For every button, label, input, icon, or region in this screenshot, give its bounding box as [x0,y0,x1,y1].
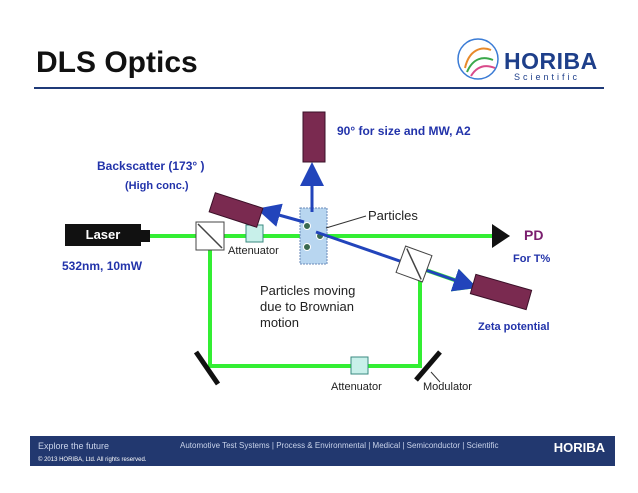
label-backscatter: Backscatter (173° ) [97,159,205,173]
label-zeta-potential: Zeta potential [478,321,550,333]
horiba-logo-text: HORIBA [504,48,598,74]
footer-copyright: © 2013 HORIBA, Ltd. All rights reserved. [38,457,147,463]
label-high-conc: (High conc.) [125,180,189,192]
horiba-logo-subtitle: Scientific [514,72,581,82]
detector-90-icon [302,111,326,163]
horiba-logo-mark [457,38,499,80]
attenuator-top-icon [245,224,264,243]
attenuator-bottom-icon [350,356,369,375]
cuvette-icon [299,207,328,265]
label-pd: PD [524,227,544,243]
label-laser-spec: 532nm, 10mW [62,259,143,273]
photodiode-icon [492,224,510,248]
label-particles: Particles [368,208,418,223]
footer-sectors: Automotive Test Systems | Process & Envi… [180,441,499,450]
backscatter-arrow [256,203,305,227]
particles-callout-line [325,215,367,229]
label-for-t: For T% [513,253,551,265]
title-divider [34,87,604,89]
mirror-bottom-left-icon [193,350,221,386]
label-brownian-line-3: motion [260,315,300,330]
label-90-degree: 90° for size and MW, A2 [337,124,471,138]
footer-tagline: Explore the future [38,441,110,451]
beam-splitter-icon [195,221,225,251]
page-title: DLS Optics [36,46,198,79]
footer-bar: Explore the future Automotive Test Syste… [30,436,615,466]
label-brownian-line-2: due to Brownian [260,299,354,314]
laser-label: Laser [65,224,141,246]
label-brownian: Particles moving due to Brownian motion [260,283,355,331]
label-brownian-line-1: Particles moving [260,283,356,298]
label-attenuator-bottom: Attenuator [331,381,382,393]
detector-zeta-icon [469,273,533,311]
modulator-callout-line [430,371,441,383]
mirror-bottom-right-icon [414,350,442,382]
footer-logo: HORIBA [553,440,605,455]
label-attenuator-top: Attenuator [228,245,279,257]
optics-diagram [141,111,533,386]
detector-backscatter-icon [208,192,264,228]
zeta-beam-splitter-icon [395,245,433,283]
laser-nozzle [141,230,150,242]
zeta-scatter-arrow [315,230,478,292]
label-modulator: Modulator [423,381,472,393]
